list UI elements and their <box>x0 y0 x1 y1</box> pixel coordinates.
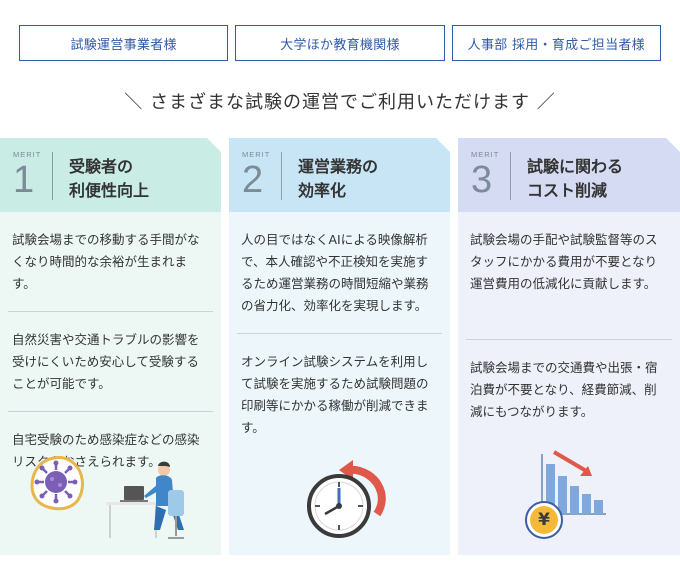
header-divider <box>281 152 282 200</box>
merit-card-header: MERIT 2 運営業務の 効率化 <box>229 138 450 212</box>
tab-exam-operators[interactable]: 試験運営事業者様 <box>19 25 229 61</box>
merit-paragraph: 試験会場までの移動する手間がなくなり時間的な余裕が生まれます。 <box>12 232 200 291</box>
merit-paragraph: 試験会場の手配や試験監督等のスタッフにかかる費用が不要となり運営費用の低減化に貢… <box>470 232 658 291</box>
divider <box>466 339 672 340</box>
audience-tabs: 試験運営事業者様 大学ほか教育機関様 人事部 採用・育成ご担当者様 <box>19 25 661 61</box>
merit-card-2: MERIT 2 運営業務の 効率化 人の目ではなくAIによる映像解析で、本人確認… <box>229 138 450 555</box>
merit-card-1: MERIT 1 受験者の 利便性向上 試験会場までの移動する手間がなくなり時間的… <box>0 138 221 555</box>
tab-hr-department[interactable]: 人事部 採用・育成ご担当者様 <box>451 25 661 61</box>
header-divider <box>52 152 53 200</box>
divider <box>8 311 213 312</box>
divider <box>237 333 442 334</box>
merit-number: 3 <box>471 159 493 201</box>
merit-paragraph: 自然災害や交通トラブルの影響を受けにくいため安心して受験することが可能です。 <box>12 332 200 391</box>
tab-education-institutions[interactable]: 大学ほか教育機関様 <box>235 25 445 61</box>
merit-paragraph: 試験会場までの交通費や出張・宿泊費が不要となり、経費節減、削減にもつながります。 <box>470 360 658 419</box>
yen-symbol: ¥ <box>538 510 550 530</box>
divider <box>8 411 213 412</box>
merit-title: 試験に関わる コスト削減 <box>527 157 624 200</box>
merit-number: 1 <box>13 159 35 201</box>
merit-paragraph: オンライン試験システムを利用して試験を実施するため試験問題の印刷等にかかる稼働が… <box>241 354 429 435</box>
merit-cards: MERIT 1 受験者の 利便性向上 試験会場までの移動する手間がなくなり時間的… <box>0 138 680 555</box>
merit-card-body: 人の目ではなくAIによる映像解析で、本人確認や不正検知を実施するため運営業務の時… <box>229 212 450 555</box>
header-divider <box>510 152 511 200</box>
virus-and-remote-worker-icon <box>28 450 188 549</box>
merit-card-3: MERIT 3 試験に関わる コスト削減 試験会場の手配や試験監督等のスタッフに… <box>458 138 680 555</box>
merit-paragraph: 人の目ではなくAIによる映像解析で、本人確認や不正検知を実施するため運営業務の時… <box>241 232 429 313</box>
merit-title: 運営業務の 効率化 <box>298 157 379 200</box>
yen-cost-down-chart-icon: ¥ <box>524 450 608 548</box>
stopwatch-icon <box>303 452 387 548</box>
merit-tag: MERIT <box>471 150 500 159</box>
merit-tag: MERIT <box>242 150 271 159</box>
merit-card-body: 試験会場までの移動する手間がなくなり時間的な余裕が生まれます。 自然災害や交通ト… <box>0 212 221 555</box>
merit-card-header: MERIT 3 試験に関わる コスト削減 <box>458 138 680 212</box>
section-headline: ＼ さまざまな試験の運営でご利用いただけます ／ <box>124 92 556 113</box>
merit-title: 受験者の 利便性向上 <box>69 157 150 200</box>
merit-card-header: MERIT 1 受験者の 利便性向上 <box>0 138 221 212</box>
merit-tag: MERIT <box>13 150 42 159</box>
merit-card-body: 試験会場の手配や試験監督等のスタッフにかかる費用が不要となり運営費用の低減化に貢… <box>458 212 680 555</box>
merit-number: 2 <box>242 159 264 201</box>
